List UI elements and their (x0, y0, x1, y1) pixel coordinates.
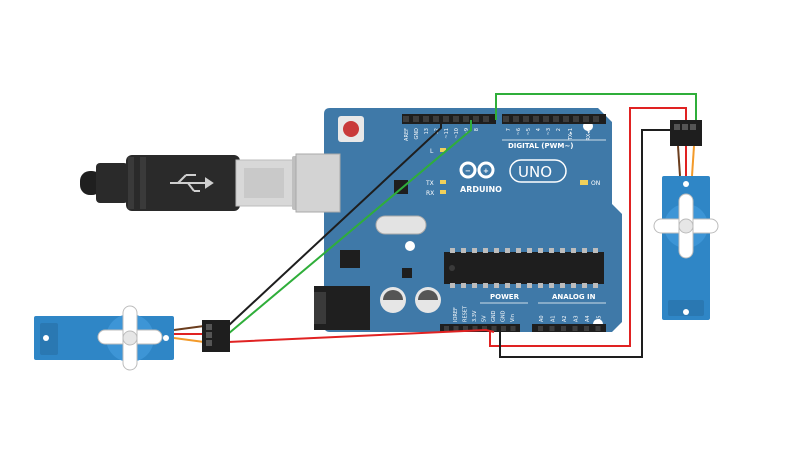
header-pin[interactable] (538, 326, 543, 331)
crystal-oscillator (375, 215, 427, 235)
brand-label: ARDUINO (460, 185, 502, 194)
servo-right[interactable] (653, 120, 719, 320)
digital-pin-label: 13 (424, 128, 430, 134)
digital-pin-label: AREF (404, 128, 410, 141)
digital-pin-label: 8 (474, 128, 480, 131)
digital-pin-label: ~3 (546, 128, 552, 135)
l-label: L (430, 148, 434, 155)
power-label: POWER (490, 293, 520, 301)
header-pin[interactable] (593, 116, 599, 122)
header-pin[interactable] (595, 326, 601, 331)
digital-pin-label: 7 (506, 128, 512, 131)
svg-text:−: − (465, 167, 471, 175)
digital-pin-label: TX▸1 (568, 128, 574, 141)
model-label: UNO (518, 163, 552, 181)
analog-pin-label: A3 (574, 315, 580, 322)
wire-ground-left[interactable] (227, 120, 442, 327)
header-pin[interactable] (413, 116, 419, 122)
header-pin[interactable] (473, 116, 479, 122)
header-pin[interactable] (583, 116, 589, 122)
atmega-chip (444, 252, 604, 284)
power-pin-label: Vin (510, 314, 516, 322)
header-pin[interactable] (513, 116, 519, 122)
header-pin[interactable] (549, 326, 555, 331)
wire-power-right[interactable] (489, 107, 687, 347)
chip-pins (450, 248, 598, 288)
servo-connector (670, 120, 702, 146)
header-pin[interactable] (584, 326, 589, 331)
analog-pin-label: A1 (551, 315, 557, 322)
header-pin[interactable] (472, 326, 478, 331)
reset-button[interactable] (338, 116, 364, 142)
power-pin-label: 3.3V (472, 310, 478, 322)
header-pin[interactable] (491, 326, 497, 331)
header-pin[interactable] (572, 326, 578, 331)
header-pin[interactable] (463, 116, 469, 122)
header-pin[interactable] (510, 326, 516, 331)
header-pin[interactable] (453, 116, 459, 122)
dc-power-jack[interactable] (314, 286, 370, 330)
analog-pin-label: A2 (562, 315, 568, 322)
arduino-infinity-logo (459, 161, 495, 179)
digital-header (402, 114, 606, 124)
header-pin[interactable] (501, 326, 506, 331)
header-pin[interactable] (503, 116, 509, 122)
on-label: ON (591, 180, 600, 187)
header-pin[interactable] (523, 116, 529, 122)
wire-signal-left[interactable] (227, 120, 472, 335)
usb-socket (295, 153, 341, 213)
header-pin[interactable] (543, 116, 549, 122)
power-pin-label: GND (491, 310, 497, 322)
power-pin-label: RESET (463, 305, 469, 322)
header-pin[interactable] (443, 116, 449, 122)
header-pin[interactable] (403, 116, 409, 122)
digital-pin-label: GND (414, 128, 420, 140)
servo-left[interactable] (34, 305, 230, 371)
usb-cable[interactable] (80, 155, 326, 211)
digital-pin-label: RX◂0 (586, 128, 592, 141)
header-pin[interactable] (423, 116, 429, 122)
header-pin[interactable] (563, 116, 569, 122)
analog-pin-label: A4 (585, 315, 591, 322)
digital-pin-label: 4 (536, 128, 542, 131)
digital-pin-label: ~9 (464, 128, 470, 135)
header-pin[interactable] (561, 326, 566, 331)
analog-pin-label: A5 (597, 315, 603, 322)
capacitor (380, 287, 406, 313)
usb-icon (170, 174, 214, 192)
power-pin-label: GND (501, 310, 507, 322)
svg-text:+: + (483, 167, 489, 175)
digital-pin-label: ~6 (516, 128, 522, 135)
digital-label: DIGITAL (PWM~) (508, 142, 573, 150)
header-pin[interactable] (573, 116, 579, 122)
header-pin[interactable] (483, 116, 489, 122)
digital-pin-label: ~10 (454, 128, 460, 139)
power-header (440, 324, 606, 332)
digital-pin-label: ~11 (444, 128, 450, 139)
power-pin-label: 5V (482, 315, 488, 322)
on-led (580, 180, 588, 185)
tx-label: TX (425, 180, 434, 187)
header-pin[interactable] (453, 326, 459, 331)
analog-label: ANALOG IN (552, 293, 596, 301)
power-pin-label: IOREF (453, 307, 459, 322)
header-pin[interactable] (433, 116, 439, 122)
wire-power-left[interactable] (227, 328, 495, 343)
capacitor (415, 287, 441, 313)
header-pin[interactable] (444, 326, 449, 331)
header-pin[interactable] (482, 326, 487, 331)
analog-pin-label: A0 (539, 315, 545, 322)
rx-label: RX (426, 190, 434, 197)
header-pin[interactable] (553, 116, 559, 122)
digital-pin-label: 2 (556, 128, 562, 131)
digital-pin-label: ~5 (526, 128, 532, 135)
wire-signal-right[interactable] (495, 93, 697, 126)
analog-pin-labels: A0 A1 A2 A3 A4 A5 (539, 315, 603, 322)
header-pin[interactable] (463, 326, 468, 331)
header-pin[interactable] (533, 116, 539, 122)
